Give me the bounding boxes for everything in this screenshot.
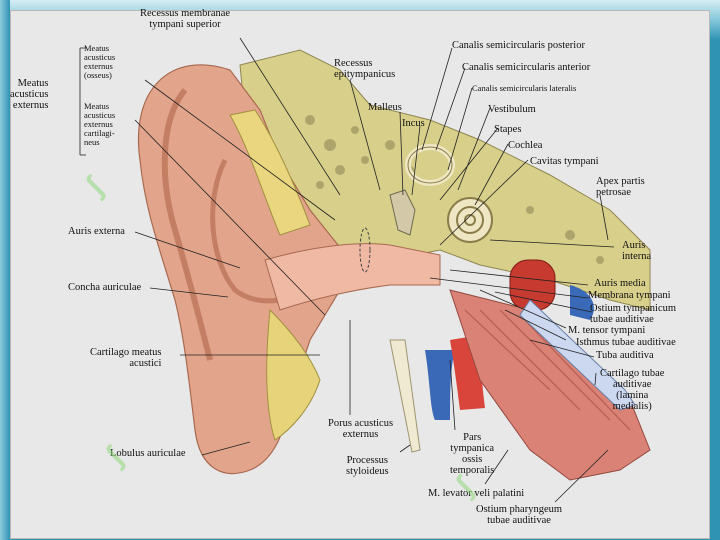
styloid-process	[389, 339, 421, 453]
label-vestibulum: Vestibulum	[488, 104, 536, 115]
label-cavitas-tympani: Cavitas tympani	[530, 156, 599, 167]
label-lobulus-auriculae: Lobulus auriculae	[110, 448, 186, 459]
meatus-cartilage-shape	[266, 308, 321, 441]
label-m-tensor-tympani: M. tensor tympani	[568, 325, 646, 336]
helix-rim	[161, 88, 213, 361]
label-auris-media: Auris media	[594, 278, 646, 289]
slide-left-band	[0, 0, 10, 540]
ear-anatomy-illustration	[79, 37, 651, 503]
label-cochlea: Cochlea	[508, 140, 543, 151]
tube-cartilage	[519, 299, 636, 411]
label-m-levator-veli-palatini: M. levator veli palatini	[428, 488, 525, 499]
jugular-vein	[425, 350, 455, 420]
label-membrana-tympani: Membrana tympani	[588, 290, 671, 301]
label-stapes: Stapes	[494, 124, 522, 135]
label-auris-externa: Auris externa	[68, 226, 125, 237]
ear-canal	[264, 243, 441, 311]
label-incus: Incus	[402, 118, 425, 129]
label-isthmus-tubae: Isthmus tubae auditivae	[576, 337, 676, 348]
label-canalis-anterior: Canalis semicircularis anterior	[462, 62, 591, 73]
label-concha-auriculae: Concha auriculae	[68, 282, 142, 293]
label-malleus: Malleus	[368, 102, 402, 113]
cochlea-shape	[447, 197, 493, 243]
label-canalis-posterior: Canalis semicircularis posterior	[452, 40, 585, 51]
tympanic-membrane	[359, 227, 371, 273]
leader-lines	[79, 37, 615, 503]
label-canalis-lateralis: Canalis semicircularis lateralis	[472, 83, 577, 93]
label-tuba-auditiva: Tuba auditiva	[596, 350, 654, 361]
